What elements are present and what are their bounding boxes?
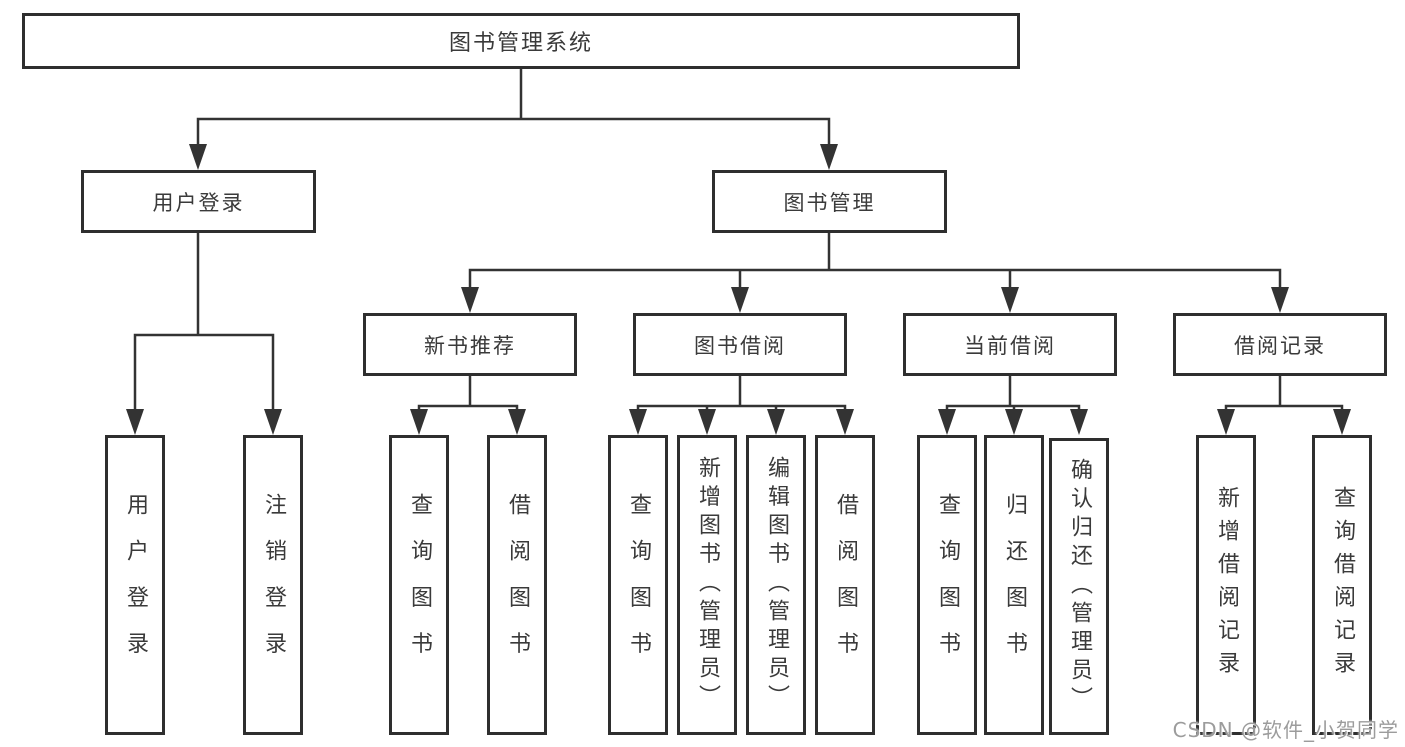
watermark: CSDN @软件_小贺同学 [1172,718,1399,742]
node-library-management-system: 图书管理系统 [22,13,1020,69]
node-add-book-admin: 新增图书（管理员） [677,435,737,735]
node-logout: 注销登录 [243,435,303,735]
node-user-login-leaf: 用户登录 [105,435,165,735]
node-borrow-books-2: 借阅图书 [815,435,875,735]
node-borrow-books-1: 借阅图书 [487,435,547,735]
node-query-books-1: 查询图书 [389,435,449,735]
node-borrow-records: 借阅记录 [1173,313,1387,376]
node-query-books-2: 查询图书 [608,435,668,735]
node-query-borrow-record: 查询借阅记录 [1312,435,1372,735]
node-return-books: 归还图书 [984,435,1044,735]
node-user-login: 用户登录 [81,170,316,233]
node-new-book-recommend: 新书推荐 [363,313,577,376]
node-book-borrow: 图书借阅 [633,313,847,376]
node-edit-book-admin: 编辑图书（管理员） [746,435,806,735]
node-current-borrow: 当前借阅 [903,313,1117,376]
node-confirm-return-admin: 确认归还（管理员） [1049,438,1109,735]
node-book-management: 图书管理 [712,170,947,233]
node-add-borrow-record: 新增借阅记录 [1196,435,1256,735]
node-query-books-3: 查询图书 [917,435,977,735]
